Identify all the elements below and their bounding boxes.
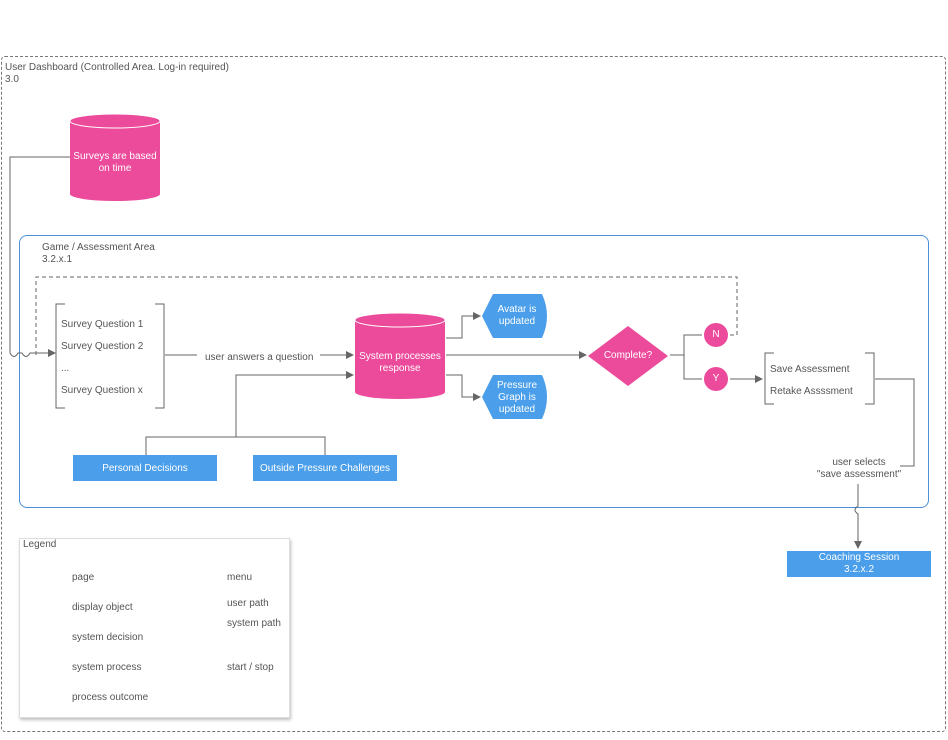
decision-label: Complete? (603, 350, 653, 361)
legend-menu-label: menu (227, 572, 253, 583)
no-circle (704, 323, 728, 347)
game-area-id: 3.2.x.1 (42, 254, 73, 265)
survey-menu-item-3: ... (61, 363, 70, 374)
surveys-db-label: Surveys are based on time (73, 151, 157, 174)
personal-decisions-page: Personal Decisions (73, 455, 217, 481)
legend-start-stop-label: start / stop (227, 662, 274, 673)
connector-no-loop (35, 276, 738, 355)
dashboard-title: User Dashboard (Controlled Area. Log-in … (5, 62, 230, 73)
dashboard-id: 3.0 (5, 74, 19, 85)
survey-menu-bracket (55, 303, 165, 409)
connector-decision-to-no (670, 334, 702, 356)
yes-label: Y (712, 373, 720, 384)
survey-menu-item-4: Survey Question x (61, 385, 143, 396)
connector-system-to-avatar (446, 312, 481, 339)
avatar-updated-label: Avatar is updated (497, 304, 537, 327)
connector-personal-input (145, 436, 326, 455)
pressure-updated-label: Pressure Graph is updated (496, 380, 537, 415)
connector-system-to-pressure (446, 374, 481, 401)
legend-user-path-label: user path (227, 598, 269, 609)
survey-menu-item-1: Survey Question 1 (61, 319, 144, 330)
connector-decision-to-yes (683, 355, 702, 380)
legend-system-process-label: system process (72, 662, 142, 673)
legend-display-object-label: display object (72, 602, 133, 613)
system-process-shape (354, 312, 446, 399)
legend-title: Legend (23, 539, 57, 550)
decision-diamond (588, 326, 668, 386)
coaching-session-title: Coaching Session (818, 552, 900, 563)
dashboard-area (1, 56, 946, 732)
save-assessment-item[interactable]: Save Assessment (770, 364, 850, 375)
avatar-display-shape (482, 294, 547, 338)
connector-db-to-survey (9, 156, 70, 357)
result-menu-bracket (764, 352, 875, 405)
yes-circle (704, 367, 728, 391)
legend-system-path-label: system path (227, 618, 281, 629)
pressure-display-shape (482, 375, 547, 419)
survey-menu-item-2: Survey Question 2 (61, 341, 144, 352)
user-answers-label: user answers a question (205, 352, 314, 363)
no-label: N (712, 329, 720, 340)
coaching-session-page: Coaching Session 3.2.x.2 (787, 551, 931, 577)
game-assessment-area (19, 235, 929, 508)
coaching-session-id: 3.2.x.2 (843, 564, 875, 575)
connector-selects-to-coaching (854, 484, 862, 549)
retake-assessment-item[interactable]: Retake Assssment (770, 386, 853, 397)
user-selects-label-line1: user selects (832, 457, 886, 468)
game-area-title: Game / Assessment Area (42, 242, 155, 253)
surveys-db-shape (69, 113, 161, 201)
connector-result-to-coaching (875, 378, 915, 467)
outside-pressure-page: Outside Pressure Challenges (253, 455, 397, 481)
legend-page-label: page (72, 572, 95, 583)
system-process-label: System processes response (359, 351, 441, 374)
legend-panel (19, 538, 290, 718)
user-selects-label-line2: "save assessment" (816, 469, 902, 480)
connector-inputs-to-system (235, 371, 354, 437)
legend-process-outcome-label: process outcome (72, 692, 149, 703)
legend-system-decision-label: system decision (72, 632, 144, 643)
